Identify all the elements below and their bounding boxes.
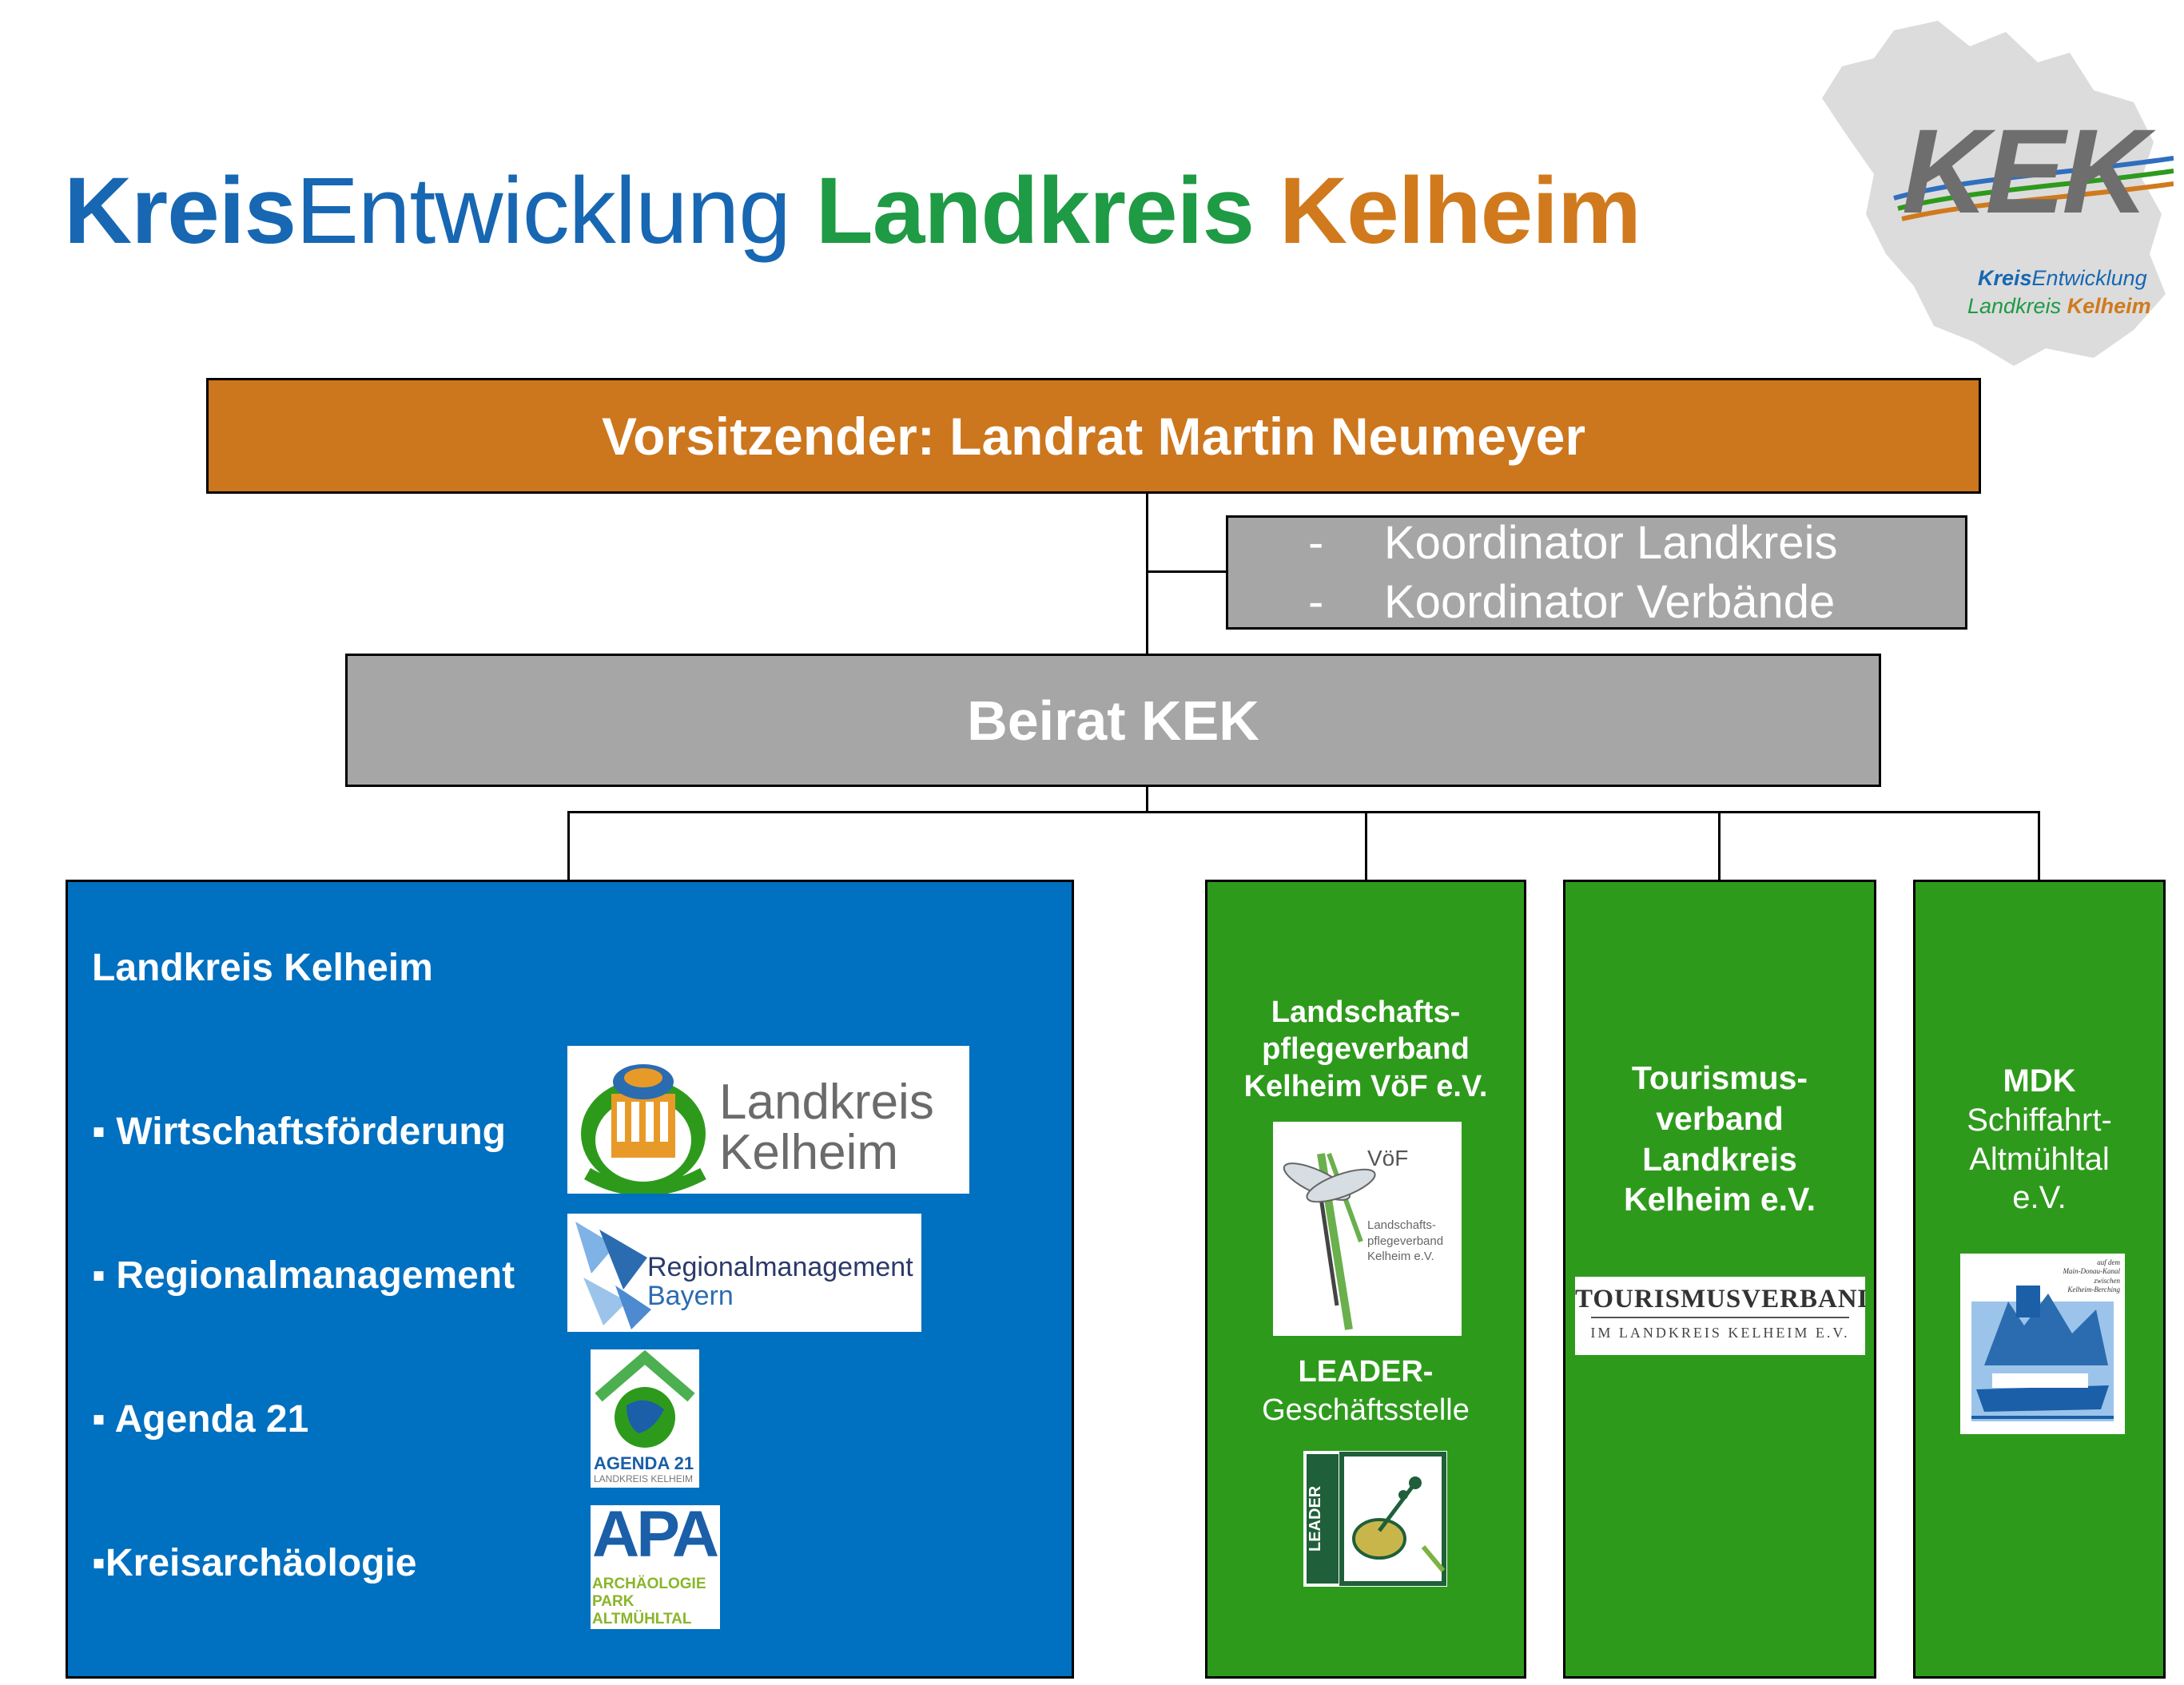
regionalmanagement-logo: Regionalmanagement Bayern bbox=[567, 1214, 921, 1332]
tourismus-box: Tourismus- verband Landkreis Kelheim e.V… bbox=[1563, 880, 1876, 1679]
apa-mark: APA bbox=[592, 1505, 719, 1571]
connector-horizontal-bus bbox=[567, 811, 2039, 813]
leader-emblem-icon bbox=[1307, 1452, 1446, 1586]
kek-mark: KEK bbox=[1902, 104, 2149, 238]
beirat-box: Beirat KEK bbox=[345, 654, 1881, 787]
tourismus-logo-rule bbox=[1591, 1317, 1849, 1318]
mdk-logo: auf dem Main-Donau-Kanal zwischen Kelhei… bbox=[1960, 1254, 2125, 1434]
connector-beirat-down bbox=[1146, 787, 1148, 813]
apa-logo-text: ARCHÄOLOGIE PARK ALTMÜHLTAL bbox=[592, 1576, 706, 1627]
mdk-logo-text: auf dem Main-Donau-Kanal zwischen Kelhei… bbox=[2063, 1258, 2121, 1294]
mdk-heading: MDK Schiffahrt- Altmühltal e.V. bbox=[1967, 1063, 2112, 1216]
district-map-shape bbox=[1822, 21, 2174, 366]
connector-to-lpv bbox=[1365, 811, 1367, 880]
kek-sub-line1: KreisEntwicklung bbox=[1978, 266, 2147, 290]
connector-chair-beirat bbox=[1146, 494, 1148, 654]
ship-castle-icon bbox=[1971, 1286, 2114, 1421]
landkreis-logo-line1: Landkreis bbox=[719, 1075, 934, 1130]
tourismus-logo-line2: IM LANDKREIS KELHEIM E.V. bbox=[1590, 1325, 1850, 1341]
connector-to-tourismus bbox=[1718, 811, 1721, 880]
voef-logo-text: Landschafts- pflegeverband Kelheim e.V. bbox=[1367, 1218, 1444, 1263]
coordinator-item: -Koordinator Landkreis bbox=[1308, 514, 1965, 573]
connector-to-landkreis bbox=[567, 811, 570, 880]
kek-logo: KEK KreisEntwicklung Landkreis Kelheim bbox=[1798, 14, 2174, 366]
agenda-logo-line1: AGENDA 21 bbox=[594, 1453, 694, 1473]
chair-label: Vorsitzender: Landrat Martin Neumeyer bbox=[601, 406, 1586, 466]
landkreis-kelheim-logo: Landkreis Kelheim bbox=[567, 1046, 969, 1194]
connector-coordinators bbox=[1146, 570, 1226, 573]
tourismusverband-logo: TOURISMUSVERBAND IM LANDKREIS KELHEIM E.… bbox=[1575, 1277, 1865, 1355]
agenda21-logo: AGENDA 21 LANDKREIS KELHEIM bbox=[591, 1349, 699, 1488]
list-item: ▪Kreisarchäologie bbox=[92, 1542, 417, 1584]
page-title: KreisEntwicklung Landkreis Kelheim bbox=[64, 164, 1641, 258]
kek-sub-line2: Landkreis Kelheim bbox=[1967, 294, 2151, 318]
coordinator-label: Koordinator Landkreis bbox=[1384, 516, 1838, 569]
coordinators-box: -Koordinator Landkreis -Koordinator Verb… bbox=[1226, 515, 1967, 630]
landkreis-box: Landkreis Kelheim ▪ Wirtschaftsförderung… bbox=[66, 880, 1074, 1679]
list-item: ▪ Wirtschaftsförderung bbox=[92, 1111, 506, 1153]
lpv-heading: Landschafts- pflegeverband Kelheim VöF e… bbox=[1243, 996, 1488, 1103]
apa-logo: APA ARCHÄOLOGIE PARK ALTMÜHLTAL bbox=[591, 1505, 720, 1629]
beirat-label: Beirat KEK bbox=[967, 689, 1259, 752]
leader-logo: LEADER bbox=[1303, 1451, 1447, 1587]
tower-emblem-icon bbox=[581, 1064, 706, 1194]
list-item: ▪ Regionalmanagement bbox=[92, 1254, 515, 1297]
coordinator-label: Koordinator Verbände bbox=[1384, 575, 1836, 628]
list-item: ▪ Agenda 21 bbox=[92, 1398, 309, 1441]
landkreis-logo-line2: Kelheim bbox=[719, 1125, 898, 1180]
dragonfly-icon bbox=[1283, 1152, 1376, 1330]
mdk-box: MDK Schiffahrt- Altmühltal e.V. auf dem … bbox=[1913, 880, 2166, 1679]
connector-to-mdk bbox=[2038, 811, 2040, 880]
title-landkreis: Landkreis bbox=[815, 158, 1255, 264]
lpv-box: Landschafts- pflegeverband Kelheim VöF e… bbox=[1205, 880, 1526, 1679]
landkreis-heading: Landkreis Kelheim bbox=[92, 947, 433, 989]
leader-heading: LEADER- Geschäftsstelle bbox=[1262, 1355, 1470, 1427]
leader-logo-text: LEADER bbox=[1307, 1485, 1324, 1552]
bavaria-diamond-icon bbox=[575, 1222, 651, 1329]
title-kreis: Kreis bbox=[64, 158, 296, 264]
voef-logo: VöF Landschafts- pflegeverband Kelheim e… bbox=[1273, 1122, 1462, 1336]
coordinator-item: -Koordinator Verbände bbox=[1308, 573, 1965, 632]
agenda-logo-line2: LANDKREIS KELHEIM bbox=[594, 1473, 694, 1484]
chair-box: Vorsitzender: Landrat Martin Neumeyer bbox=[206, 378, 1981, 494]
title-entwicklung: Entwicklung bbox=[296, 158, 791, 264]
house-globe-icon bbox=[595, 1349, 695, 1448]
regional-logo-line2: Bayern bbox=[647, 1281, 734, 1311]
tourismus-logo-line1: TOURISMUSVERBAND bbox=[1575, 1285, 1865, 1313]
tourismus-heading: Tourismus- verband Landkreis Kelheim e.V… bbox=[1623, 1059, 1816, 1218]
title-kelheim: Kelheim bbox=[1279, 158, 1641, 264]
voef-mark: VöF bbox=[1367, 1146, 1409, 1170]
regional-logo-line1: Regionalmanagement bbox=[647, 1252, 913, 1282]
